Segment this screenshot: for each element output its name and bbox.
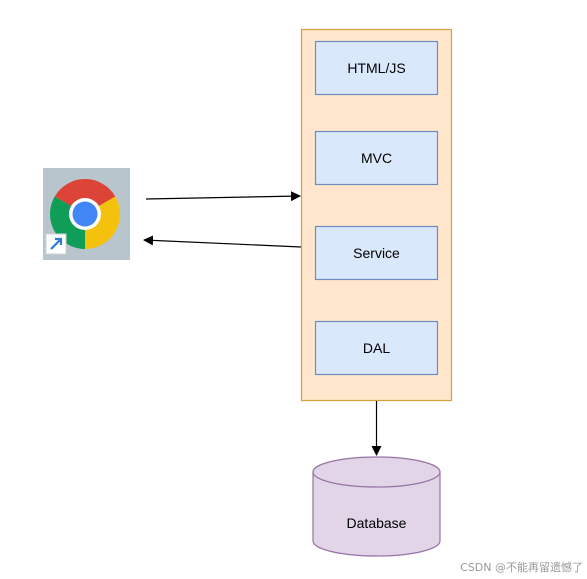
layer-mvc: MVC bbox=[314, 130, 439, 186]
watermark: CSDN @不能再留遗憾了 bbox=[460, 561, 583, 574]
layer-label: Service bbox=[353, 245, 400, 261]
layer-html-js: HTML/JS bbox=[314, 40, 439, 96]
layer-dal: DAL bbox=[314, 320, 439, 376]
layer-label: MVC bbox=[361, 150, 392, 166]
request-arrow bbox=[145, 191, 301, 202]
layer-label: DAL bbox=[363, 340, 390, 356]
response-arrow bbox=[143, 235, 302, 248]
layer-service: Service bbox=[314, 225, 439, 281]
shortcut-arrow-icon bbox=[45, 233, 67, 255]
database-label: Database bbox=[347, 515, 407, 531]
layer-label: HTML/JS bbox=[347, 60, 405, 76]
database-cylinder: Database bbox=[312, 456, 441, 557]
